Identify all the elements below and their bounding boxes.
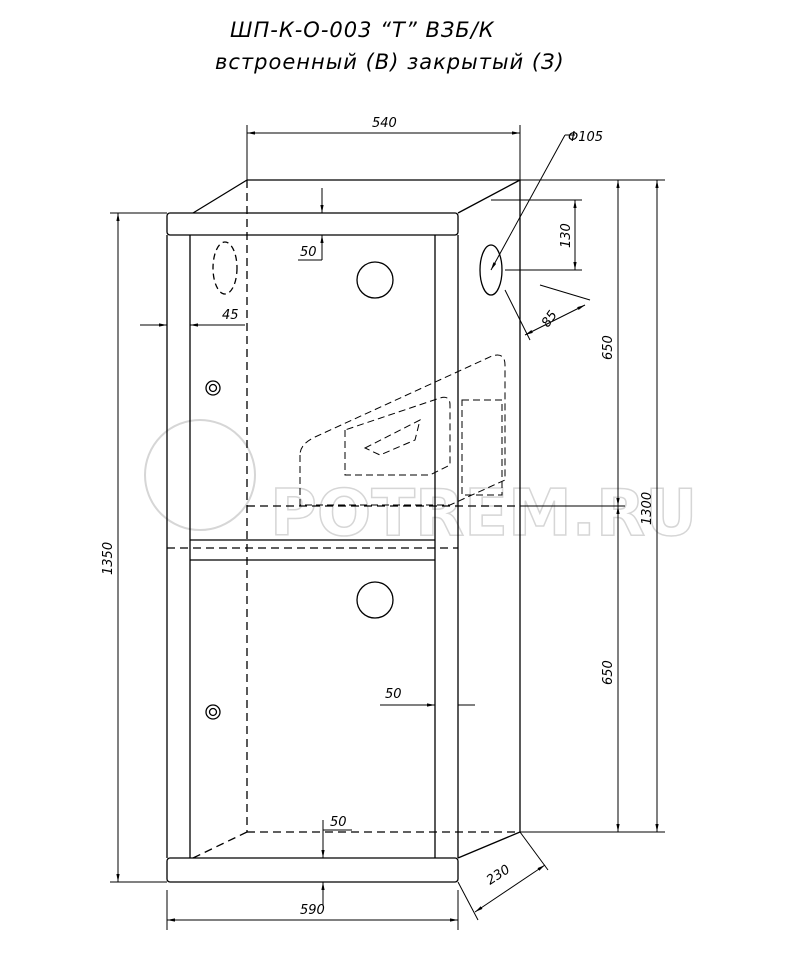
lock-icon: [356, 261, 394, 299]
dim-bottom-offset: 50: [330, 815, 347, 830]
valve-bracket-hidden: [299, 354, 506, 506]
side-hole-hidden: [212, 241, 238, 295]
dim-hole-height: 130: [559, 223, 574, 248]
dim-total-height: 1300: [640, 492, 655, 525]
front-frame: [166, 212, 459, 883]
dim-hole-depth: 85: [539, 308, 561, 330]
dim-back-width: 540: [372, 116, 397, 131]
back-frame: [192, 179, 521, 859]
dim-overall-width: 590: [300, 903, 325, 918]
dim-hole-diameter: Φ105: [568, 130, 603, 145]
svg-text:POTREM.RU: POTREM.RU: [270, 477, 697, 551]
mounting-hole: [205, 380, 221, 396]
mounting-hole: [205, 704, 221, 720]
dim-top-offset: 50: [300, 245, 317, 260]
dim-lower-height: 650: [601, 660, 616, 685]
drawing-subtitle: встроенный (В) закрытый (З): [215, 50, 565, 74]
side-hole: [479, 244, 503, 296]
dim-side-offset: 45: [222, 308, 239, 323]
dim-overall-height: 1350: [101, 542, 116, 575]
dim-middle-offset: 50: [385, 687, 402, 702]
dim-upper-height: 650: [601, 335, 616, 360]
dim-depth: 230: [484, 862, 513, 888]
drawing-title: ШП-К-О-003 “Т” ВЗБ/К: [230, 18, 495, 42]
lock-icon: [356, 581, 394, 619]
watermark: POTREM.RU: [144, 419, 698, 552]
